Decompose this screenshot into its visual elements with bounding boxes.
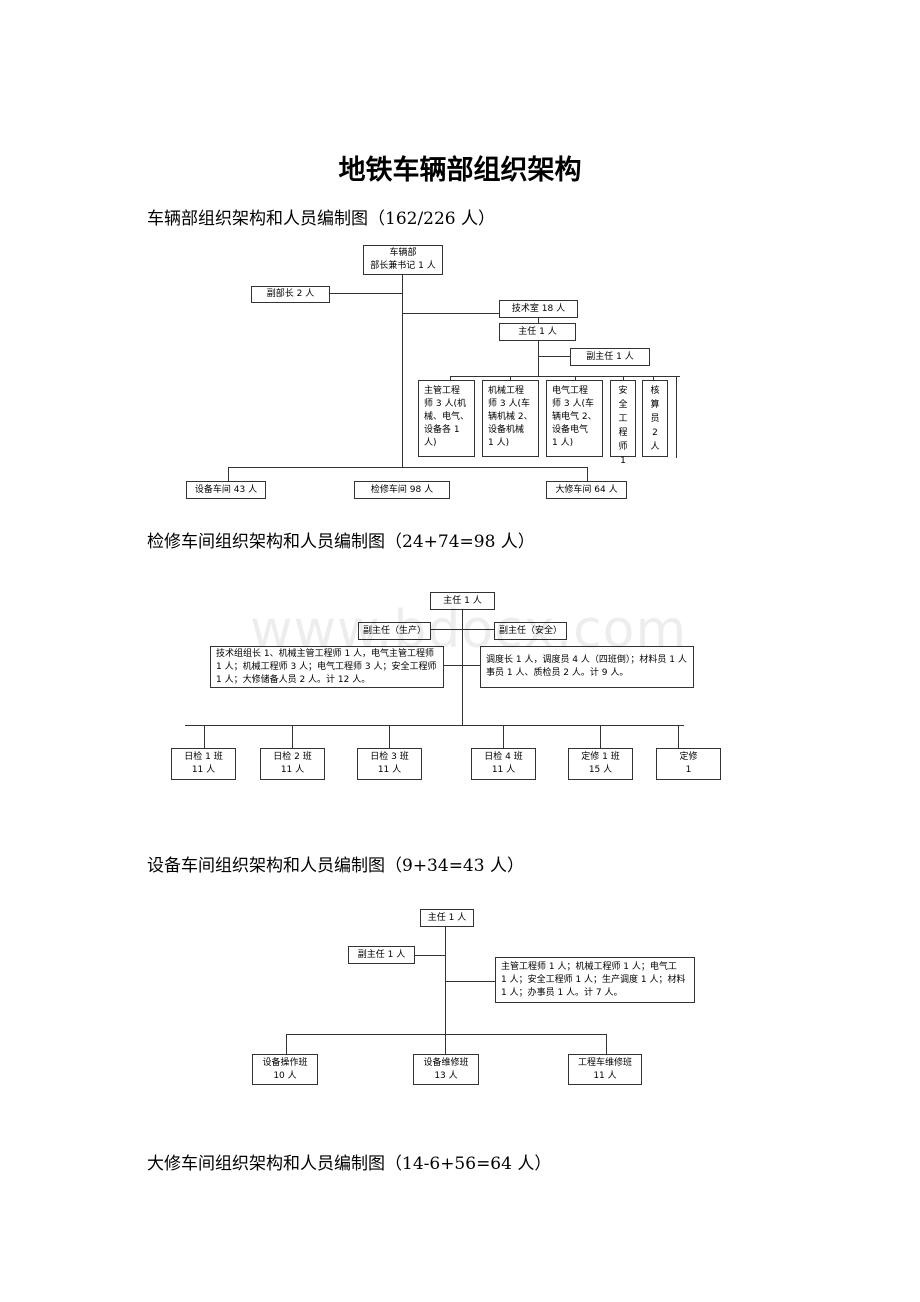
section-heading-equipment-workshop: 设备车间组织架构和人员编制图（9+34=43 人）: [147, 856, 524, 876]
node-repair-director: 主任 1 人: [430, 592, 495, 610]
node-elec-engineer: 电气工程 师 3 人(车 辆电气 2、 设备电气 1 人): [546, 380, 603, 457]
section-heading-repair-workshop: 检修车间组织架构和人员编制图（24+74=98 人）: [147, 532, 535, 552]
repair-workshop-org-chart: 主任 1 人 副主任（生产） 副主任（安全） 技术组组长 1、机械主管工程师 1…: [168, 588, 721, 788]
node-tech-director: 主任 1 人: [499, 323, 576, 341]
node-team-equipment-maintenance: 设备维修班 13 人: [413, 1054, 479, 1085]
node-mech-engineer: 机械工程 师 3 人(车 辆机械 2、 设备机械 1 人): [482, 380, 539, 457]
node-repair-workshop: 检修车间 98 人: [354, 481, 450, 499]
document-title: 地铁车辆部组织架构: [338, 155, 582, 186]
node-equipment-staff: 主管工程师 1 人；机械工程师 1 人；电气工 1 人；安全工程师 1 人；生产…: [495, 957, 695, 1003]
node-equipment-director: 主任 1 人: [420, 909, 474, 927]
node-vice-head: 副部长 2 人: [251, 286, 330, 303]
vehicle-dept-org-chart: 车辆部 部长兼书记 1 人 副部长 2 人 技术室 18 人 主任 1 人 副主…: [170, 238, 680, 506]
node-team-fixed-1: 定修 1 班 15 人: [568, 748, 633, 780]
node-team-daily-2: 日检 2 班 11 人: [260, 748, 325, 780]
node-team-daily-3: 日检 3 班 11 人: [357, 748, 422, 780]
node-tech-office: 技术室 18 人: [499, 300, 578, 318]
node-production-staff: 技术组组长 1、机械主管工程师 1 人，电气主管工程师 1 人；机械工程师 3 …: [210, 646, 444, 688]
equipment-workshop-org-chart: 主任 1 人 副主任 1 人 主管工程师 1 人；机械工程师 1 人；电气工 1…: [248, 904, 695, 1094]
node-team-fixed-2: 定修 1: [656, 748, 721, 780]
section-heading-overhaul-workshop: 大修车间组织架构和人员编制图（14-6+56=64 人）: [147, 1154, 552, 1174]
node-team-equipment-operation: 设备操作班 10 人: [252, 1054, 318, 1085]
node-safety-staff: 调度长 1 人，调度员 4 人（四班倒）；材料员 1 人 事员 1 人、质检员 …: [480, 646, 694, 688]
node-vehicle-dept-head: 车辆部 部长兼书记 1 人: [363, 245, 443, 275]
node-overhaul-workshop: 大修车间 64 人: [546, 481, 627, 499]
node-accountant: 核 算 员 2 人: [642, 380, 668, 457]
node-tech-vice-director: 副主任 1 人: [570, 348, 650, 366]
node-vice-director-production: 副主任（生产）: [358, 622, 431, 640]
node-team-daily-1: 日检 1 班 11 人: [171, 748, 236, 780]
node-vice-director-safety: 副主任（安全）: [494, 622, 567, 640]
node-equipment-vice-director: 副主任 1 人: [348, 946, 415, 964]
section-heading-vehicle-dept: 车辆部组织架构和人员编制图（162/226 人）: [147, 209, 496, 229]
node-safety-engineer: 安 全 工 程 师 1: [610, 380, 636, 466]
node-team-engineering-vehicle-maintenance: 工程车维修班 11 人: [568, 1054, 642, 1085]
node-chief-engineer: 主管工程 师 3 人(机 械、电气、 设备各 1 人): [418, 380, 475, 457]
node-team-daily-4: 日检 4 班 11 人: [471, 748, 536, 780]
node-equipment-workshop: 设备车间 43 人: [186, 481, 266, 499]
